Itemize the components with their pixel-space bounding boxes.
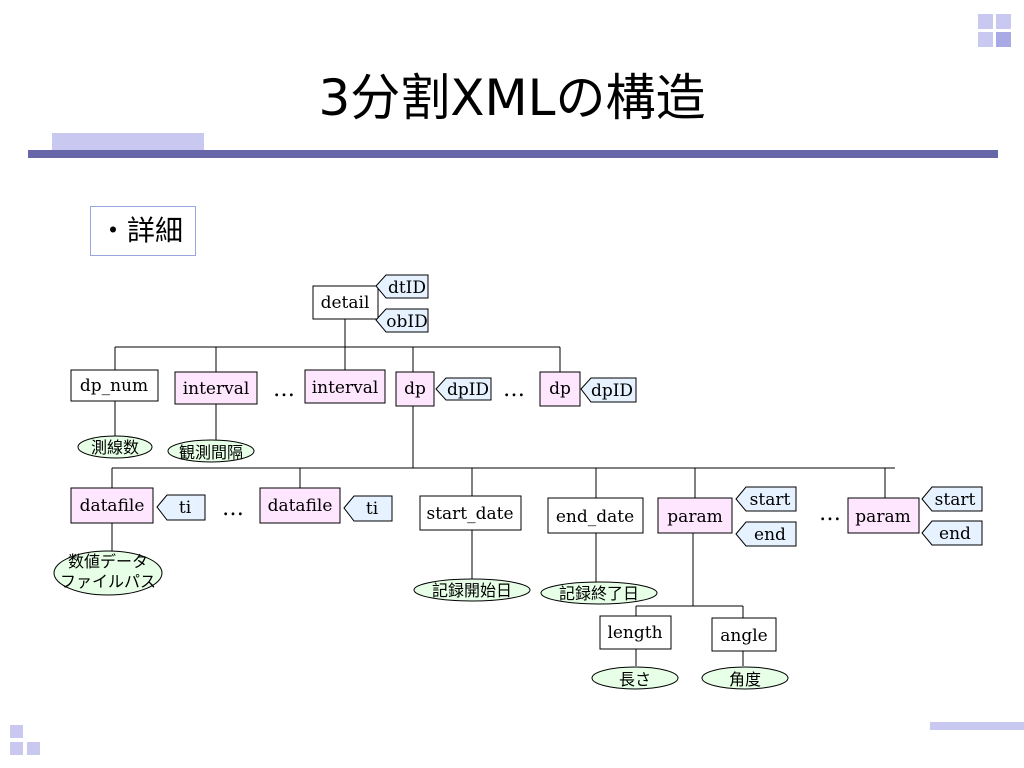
connector-lines <box>111 319 895 666</box>
node-dp-2 <box>539 371 581 407</box>
title-underline <box>28 150 998 158</box>
node-detail-label: detail <box>321 293 370 313</box>
node-length <box>599 615 672 650</box>
node-param-1-label: param <box>667 507 722 527</box>
attr-end-1-label: end <box>754 525 786 545</box>
value-kansokukankaku-label: 観測間隔 <box>179 443 243 462</box>
node-length-label: length <box>607 623 662 643</box>
value-sokusensu-label: 測線数 <box>91 438 139 457</box>
node-start-date <box>419 495 522 531</box>
attr-dtid <box>375 274 429 299</box>
attr-ti-2-label: ti <box>366 499 379 519</box>
value-filepath-line2: ファイルパス <box>60 572 156 591</box>
value-kakudo-label: 角度 <box>729 670 761 689</box>
ellipsis-3: … <box>222 496 244 521</box>
title-underline-accent <box>52 133 204 150</box>
value-kiroku-end <box>540 581 658 605</box>
attr-obid <box>375 308 429 333</box>
corner-decoration-bottom-left <box>10 725 23 738</box>
attr-dtid-label: dtID <box>388 278 426 298</box>
section-label: ・詳細 <box>90 206 196 256</box>
corner-decoration-bottom-left-2 <box>10 742 23 755</box>
corner-decoration-bottom-left-3 <box>27 742 40 755</box>
node-param-2 <box>847 497 920 534</box>
attr-ti-1 <box>156 494 206 521</box>
node-datafile-1 <box>70 487 154 524</box>
node-dp-1-label: dp <box>404 379 426 399</box>
node-datafile-1-label: datafile <box>80 496 145 516</box>
attr-end-2-label: end <box>939 524 971 544</box>
slide-title: 3分割XMLの構造 <box>318 69 706 127</box>
attr-end-2 <box>921 520 983 546</box>
node-datafile-2-label: datafile <box>268 496 333 516</box>
value-filepath <box>53 550 163 596</box>
value-kakudo <box>701 666 789 690</box>
attr-dpid-2 <box>580 377 637 403</box>
ellipsis-2: … <box>503 377 525 402</box>
corner-decoration-top-right-3 <box>978 32 993 47</box>
value-kiroku-start <box>413 578 531 602</box>
node-interval-1 <box>174 371 258 405</box>
corner-decoration-top-right-2 <box>996 14 1011 29</box>
node-end-date-label: end_date <box>556 507 634 527</box>
corner-decoration-top-right <box>978 14 993 29</box>
ellipsis-4: … <box>819 501 841 526</box>
value-sokusensu <box>77 435 153 459</box>
value-nagasa-label: 長さ <box>619 670 651 689</box>
node-interval-2-label: interval <box>312 378 379 398</box>
node-param-2-label: param <box>855 507 910 527</box>
node-interval-1-label: interval <box>183 379 250 399</box>
node-detail <box>312 285 379 320</box>
corner-decoration-top-right-4 <box>996 32 1011 47</box>
attr-end-1 <box>735 521 797 547</box>
footer-bar-right <box>930 722 1024 730</box>
attr-obid-label: obID <box>386 312 427 332</box>
node-interval-2 <box>304 369 386 404</box>
value-kiroku-end-label: 記録終了日 <box>559 584 639 603</box>
ellipsis-1: … <box>273 377 295 402</box>
value-filepath-line1: 数値データ <box>68 552 148 571</box>
node-param-1 <box>657 497 733 534</box>
attr-start-1-label: start <box>750 490 791 510</box>
attr-dpid-1-label: dpID <box>447 380 489 400</box>
attr-start-2-label: start <box>935 490 976 510</box>
value-nagasa <box>591 666 679 690</box>
attr-start-1 <box>735 486 797 512</box>
value-kiroku-start-label: 記録開始日 <box>432 581 512 600</box>
attr-dpid-2-label: dpID <box>591 381 633 401</box>
node-angle <box>711 617 777 652</box>
attr-dpid-1 <box>435 377 492 401</box>
node-dp-1 <box>395 371 435 407</box>
attr-ti-2 <box>343 495 393 522</box>
attr-start-2 <box>921 486 983 512</box>
node-dp-num <box>70 369 159 402</box>
node-angle-label: angle <box>720 626 767 646</box>
node-start-date-label: start_date <box>426 504 513 524</box>
value-kansokukankaku <box>167 439 255 463</box>
node-dp-num-label: dp_num <box>80 376 148 396</box>
node-dp-2-label: dp <box>549 379 571 399</box>
node-end-date <box>547 497 644 534</box>
node-datafile-2 <box>259 487 341 524</box>
attr-ti-1-label: ti <box>179 498 192 518</box>
